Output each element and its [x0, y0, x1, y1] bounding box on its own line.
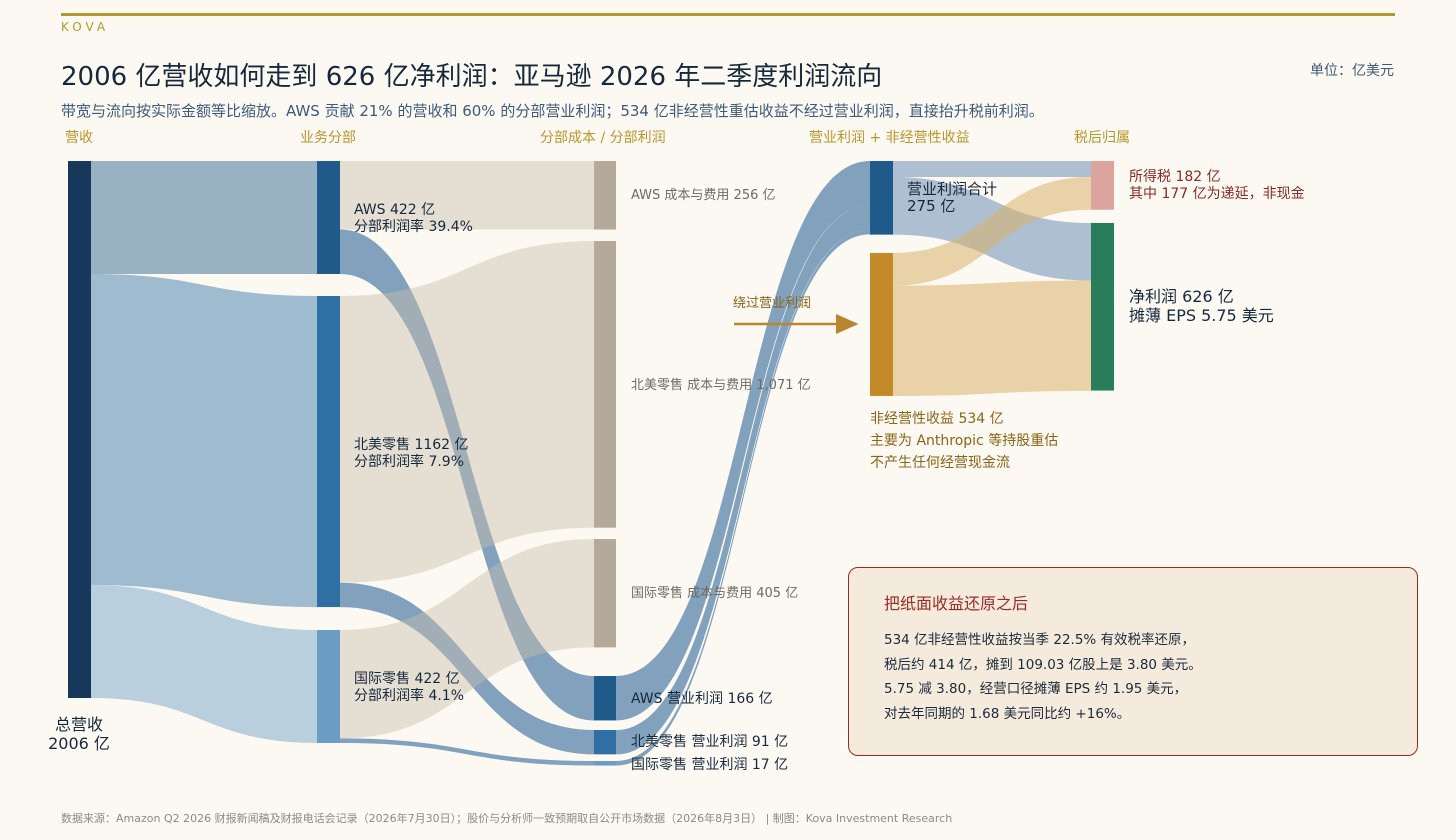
- brand-logo-text: KOVA: [61, 20, 110, 34]
- node-bar-net: [1091, 223, 1114, 391]
- node-eps-net: 摊薄 EPS 5.75 美元: [1129, 306, 1274, 325]
- node-label-intl-cost: 国际零售 成本与费用 405 亿: [631, 585, 798, 601]
- source-footnote: 数据来源：Amazon Q2 2026 财报新闻稿及财报电话会记录（2026年7…: [61, 812, 953, 825]
- column-header: 营收: [65, 130, 93, 146]
- column-header: 业务分部: [300, 130, 356, 146]
- node-label-aws-op: AWS 营业利润 166 亿: [631, 691, 773, 707]
- flow-link-nonop-to-tax: [893, 177, 1091, 286]
- node-note-nonop: 主要为 Anthropic 等持股重估: [870, 432, 1058, 449]
- node-bar-op_total: [870, 161, 893, 235]
- callout-line: 对去年同期的 1.68 美元同比约 +16%。: [884, 705, 1131, 722]
- node-bar-total: [68, 161, 91, 698]
- node-margin-na: 分部利润率 7.9%: [354, 453, 464, 470]
- node-label-aws: AWS 422 亿: [354, 202, 435, 218]
- node-bar-aws_op: [594, 676, 616, 721]
- node-margin-intl: 分部利润率 4.1%: [354, 687, 464, 704]
- insight-callout-box: 把纸面收益还原之后 534 亿非经营性收益按当季 22.5% 有效税率还原， 税…: [848, 567, 1418, 756]
- node-label-intl: 国际零售 422 亿: [354, 671, 460, 687]
- flow-link-total-to-aws: [91, 161, 317, 274]
- node-label-net: 净利润 626 亿: [1129, 287, 1234, 306]
- node-label-na-op: 北美零售 营业利润 91 亿: [631, 734, 788, 750]
- callout-title: 把纸面收益还原之后: [884, 594, 1029, 613]
- flow-link-op_total-to-tax: [893, 161, 1091, 178]
- page-title: 2006 亿营收如何走到 626 亿净利润：亚马逊 2026 年二季度利润流向: [61, 62, 883, 92]
- node-bar-na_op: [594, 730, 616, 755]
- node-bar-aws_cost: [594, 161, 616, 230]
- node-value-total: 2006 亿: [48, 734, 110, 753]
- node-label-intl-op: 国际零售 营业利润 17 亿: [631, 757, 788, 773]
- page-subtitle: 带宽与流向按实际金额等比缩放。AWS 贡献 21% 的营收和 60% 的分部营业…: [61, 102, 1044, 120]
- node-label-na: 北美零售 1162 亿: [354, 437, 469, 453]
- node-bar-nonop: [870, 253, 893, 396]
- node-bar-intl_cost: [594, 539, 616, 648]
- callout-line: 534 亿非经营性收益按当季 22.5% 有效税率还原，: [884, 632, 1196, 648]
- node-label-total: 总营收: [55, 715, 103, 734]
- node-bar-aws: [317, 161, 340, 274]
- node-note-nonop: 不产生任何经营现金流: [870, 455, 1010, 471]
- node-bar-intl: [317, 630, 340, 743]
- node-label-na-cost: 北美零售 成本与费用 1,071 亿: [631, 377, 811, 393]
- node-bar-intl_op: [594, 761, 616, 766]
- flow-link-aws-to-aws_op: [340, 229, 594, 721]
- node-note-tax: 其中 177 亿为递延，非现金: [1129, 186, 1305, 202]
- node-label-op-total: 营业利润合计: [907, 180, 997, 198]
- callout-line: 税后约 414 亿，摊到 109.03 亿股上是 3.80 美元。: [884, 656, 1202, 673]
- flow-link-intl-to-intl_cost: [340, 539, 594, 739]
- bypass-annotation-label: 绕过营业利润: [733, 296, 811, 311]
- callout-line: 5.75 减 3.80，经营口径摊薄 EPS 约 1.95 美元，: [884, 681, 1188, 697]
- flow-link-intl_op-to-op_total: [616, 229, 870, 766]
- flow-link-na-to-na_cost: [340, 241, 594, 583]
- flow-link-aws_op-to-op_total: [616, 161, 870, 721]
- flow-link-total-to-na: [91, 273, 317, 608]
- node-bar-tax: [1091, 161, 1114, 210]
- column-header: 税后归属: [1074, 129, 1130, 146]
- node-value-op-total: 275 亿: [907, 197, 955, 215]
- column-header: 分部成本 / 分部利润: [540, 130, 666, 146]
- node-bar-na: [317, 296, 340, 608]
- flow-link-total-to-intl: [91, 585, 317, 743]
- node-margin-aws: 分部利润率 39.4%: [354, 218, 473, 235]
- node-label-aws-cost: AWS 成本与费用 256 亿: [631, 188, 776, 203]
- flow-link-nonop-to-net: [893, 280, 1091, 396]
- unit-label: 单位：亿美元: [1310, 63, 1394, 79]
- node-label-nonop: 非经营性收益 534 亿: [870, 411, 1004, 427]
- flow-link-intl-to-intl_op: [340, 738, 594, 766]
- flow-link-na_op-to-op_total: [616, 205, 870, 755]
- node-bar-na_cost: [594, 241, 616, 528]
- column-header: 营业利润 + 非经营性收益: [809, 130, 970, 146]
- flow-link-na-to-na_op: [340, 582, 594, 755]
- flow-link-aws-to-aws_cost: [340, 161, 594, 230]
- top-accent-rule: [61, 13, 1395, 16]
- node-label-tax: 所得税 182 亿: [1129, 168, 1221, 185]
